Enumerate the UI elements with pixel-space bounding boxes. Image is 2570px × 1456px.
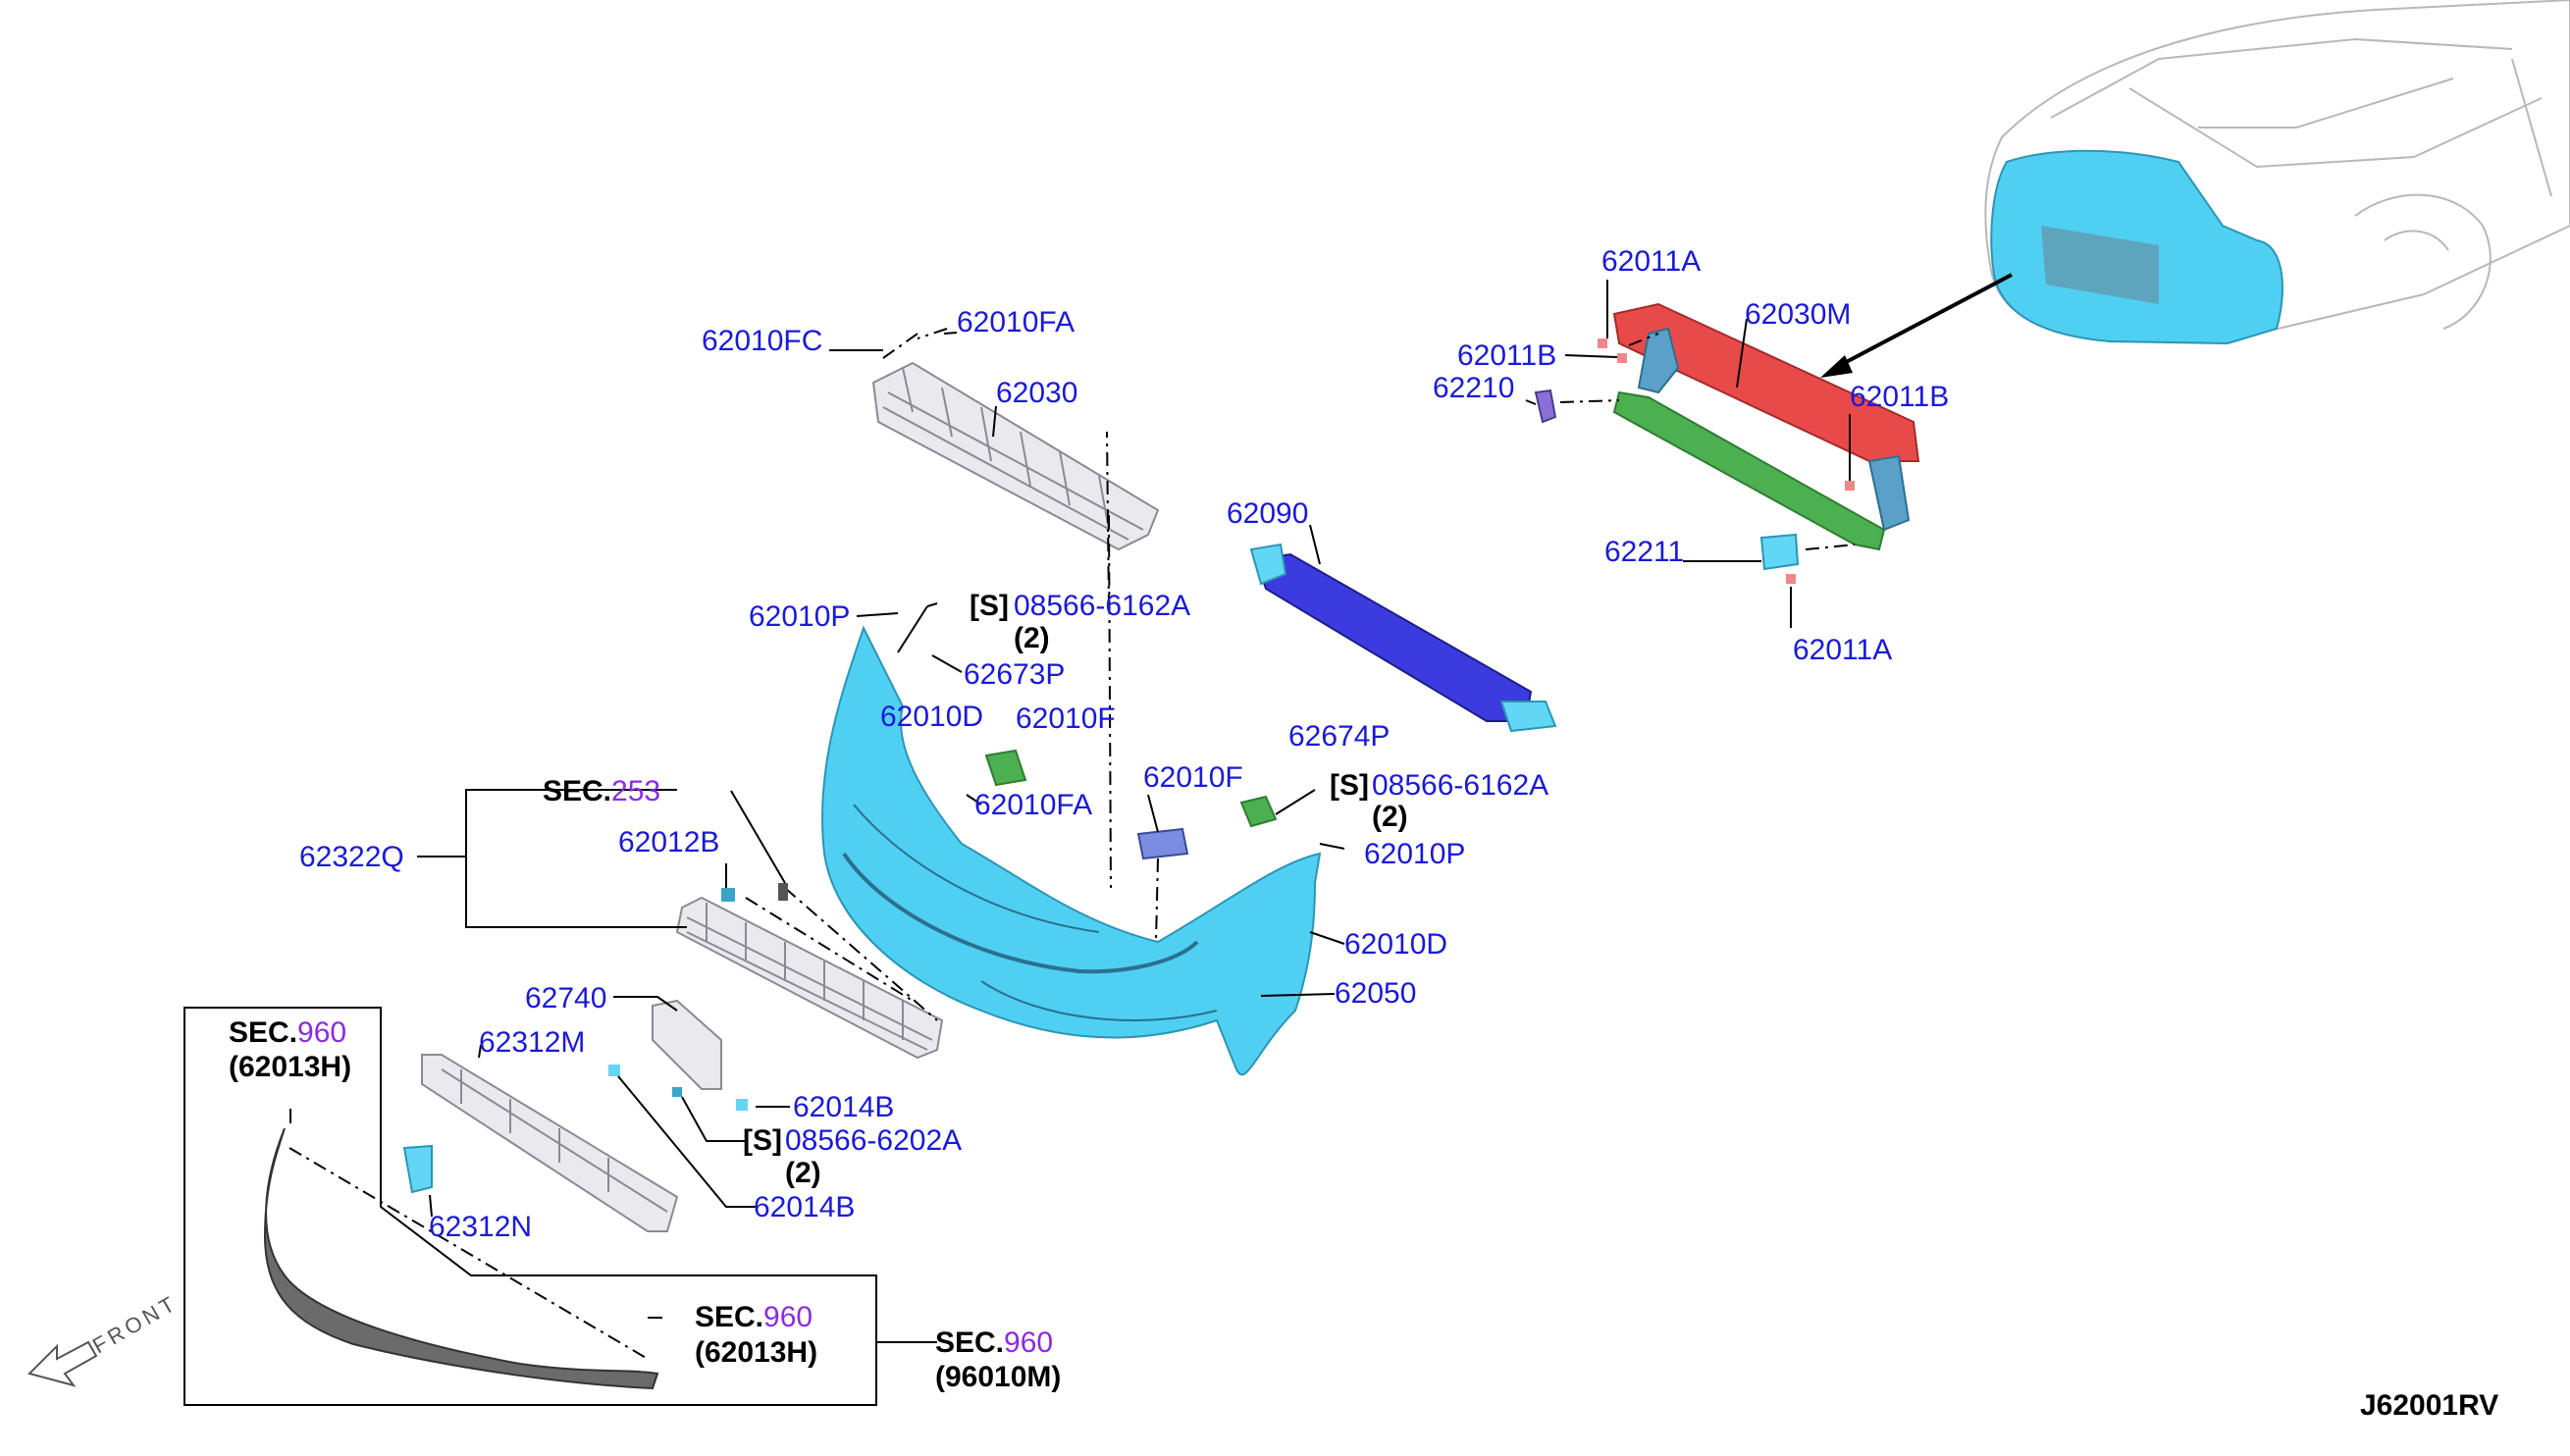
- label-62010D-left: 62010D: [880, 701, 983, 733]
- label-62030: 62030: [996, 377, 1077, 409]
- leader-lines: [417, 280, 1851, 1343]
- label-qty-2: (2): [1372, 801, 1408, 833]
- bumper-reinforcement-62030M: [1612, 302, 1920, 551]
- label-sec960-b: SEC.960: [695, 1301, 813, 1333]
- bolt-62011B-left: [1617, 353, 1627, 363]
- bracket-62010F-left: [984, 749, 1027, 787]
- bracket-62210: [1534, 389, 1557, 424]
- front-arrow-icon: [27, 1340, 98, 1387]
- label-62211: 62211: [1604, 536, 1684, 568]
- label-62322Q: 62322Q: [299, 841, 404, 873]
- label-08566-6202A: 08566-6202A: [785, 1124, 962, 1157]
- label-62010P-right: 62010P: [1364, 838, 1465, 870]
- label-62011A-bottom: 62011A: [1793, 634, 1892, 666]
- label-62014B-bottom: 62014B: [754, 1191, 855, 1223]
- bracket-62010F-center: [1136, 827, 1189, 860]
- label-62740: 62740: [525, 982, 606, 1014]
- upper-grille-62030: [871, 361, 1160, 551]
- lower-grille-62322Q: [675, 896, 944, 1060]
- label-sec253: SEC.253: [543, 775, 660, 807]
- label-62010F-center: 62010F: [1143, 761, 1243, 794]
- label-62312N: 62312N: [429, 1211, 532, 1243]
- car-reference-illustration: [1984, 0, 2570, 345]
- label-08566-6162A-2: 08566-6162A: [1372, 769, 1548, 802]
- view-arrow-line: [1834, 273, 2013, 370]
- label-62012B: 62012B: [618, 826, 719, 858]
- sec960-box: [184, 1007, 877, 1406]
- label-62010FA-mid: 62010FA: [974, 789, 1092, 821]
- label-62312M: 62312M: [479, 1026, 585, 1059]
- label-s-tag-3: [S]: [743, 1124, 782, 1157]
- bolt-62011A-top: [1598, 338, 1607, 348]
- view-arrow-head: [1820, 355, 1853, 378]
- bracket-62674P: [1239, 795, 1278, 828]
- label-62010FA-top: 62010FA: [957, 306, 1075, 338]
- label-62010F-left: 62010F: [1016, 702, 1116, 735]
- label-62011B-left: 62011B: [1457, 339, 1556, 372]
- label-sec960-a: SEC.960: [229, 1016, 346, 1049]
- label-62050: 62050: [1335, 977, 1416, 1010]
- bracket-62211: [1759, 533, 1800, 571]
- label-sec960-c: SEC.960: [935, 1326, 1053, 1359]
- clip-62014B-bottom: [608, 1065, 620, 1076]
- label-62011B-right: 62011B: [1850, 381, 1949, 413]
- label-s-tag-2: [S]: [1330, 769, 1369, 802]
- label-62010FC: 62010FC: [702, 325, 822, 357]
- label-62673P: 62673P: [964, 658, 1065, 691]
- label-62011A-top: 62011A: [1601, 245, 1701, 278]
- label-62090: 62090: [1227, 497, 1308, 530]
- clip-62014B-right: [736, 1099, 748, 1111]
- bolt-62011B-right: [1845, 481, 1855, 491]
- label-s-tag-1: [S]: [970, 590, 1009, 622]
- bracket-62740: [652, 999, 722, 1090]
- label-62030M: 62030M: [1745, 298, 1851, 331]
- label-qty-3: (2): [785, 1157, 821, 1189]
- label-62210: 62210: [1433, 372, 1514, 404]
- clip-sec253: [778, 883, 788, 901]
- label-qty-1: (2): [1014, 622, 1050, 654]
- clip-62012B: [721, 888, 735, 902]
- lower-spoiler: [263, 1127, 659, 1390]
- label-sec960-a-ref: (62013H): [229, 1051, 351, 1083]
- front-direction-indicator: FRONT: [27, 1290, 182, 1387]
- label-08566-6162A-1: 08566-6162A: [1014, 590, 1190, 622]
- label-62014B-right: 62014B: [793, 1091, 894, 1123]
- bolt-62011A-bottom: [1786, 574, 1796, 584]
- label-front: FRONT: [88, 1290, 182, 1359]
- diagram-id: J62001RV: [2360, 1389, 2498, 1422]
- label-sec960-c-ref: (96010M): [935, 1361, 1061, 1393]
- label-62674P: 62674P: [1288, 720, 1390, 753]
- grille-62312M: [421, 1054, 679, 1232]
- clip-62312N: [402, 1144, 433, 1194]
- energy-absorber-62090: [1249, 543, 1557, 733]
- label-62010D-right: 62010D: [1344, 928, 1447, 961]
- label-sec960-b-ref: (62013H): [695, 1336, 817, 1369]
- screw-08566-6202A: [672, 1087, 682, 1097]
- label-62010P-left: 62010P: [749, 600, 850, 633]
- bumper-fascia-62050: [821, 625, 1322, 1076]
